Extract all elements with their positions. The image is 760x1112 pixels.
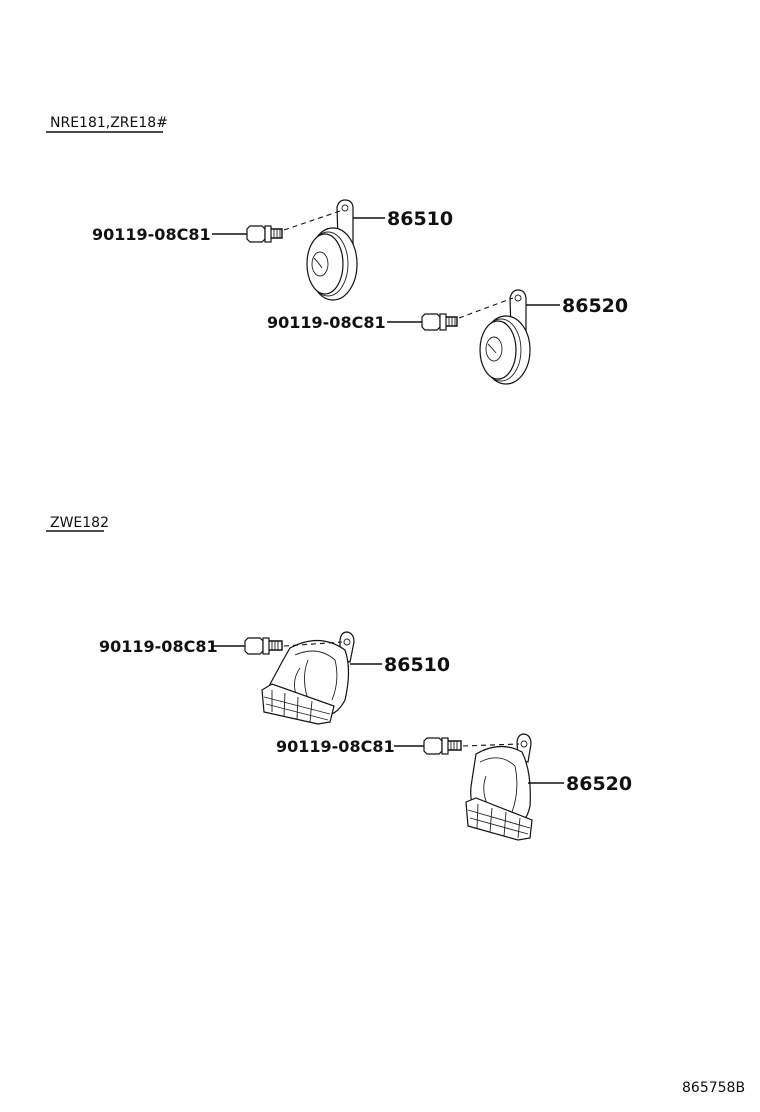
part-label-86520-a: 86520 bbox=[562, 295, 628, 317]
part-label-86520-b: 86520 bbox=[566, 773, 632, 795]
horn-86510-snail bbox=[261, 631, 355, 725]
section-zwe182: ZWE182 90119-08C81 86510 bbox=[46, 515, 632, 841]
section-nre181-zre18: NRE181,ZRE18# 90119-08C81 86510 bbox=[46, 115, 628, 385]
bolt-4-icon bbox=[423, 737, 462, 755]
bolt-1-icon bbox=[246, 225, 283, 243]
section-label-nre181-zre18: NRE181,ZRE18# bbox=[50, 115, 168, 131]
bolt-label-3: 90119-08C81 bbox=[99, 637, 218, 656]
bolt-label-4: 90119-08C81 bbox=[276, 737, 395, 756]
bolt-2-icon bbox=[421, 313, 458, 331]
part-label-86510-b: 86510 bbox=[384, 654, 450, 676]
bolt-label-1: 90119-08C81 bbox=[92, 225, 211, 244]
drawing-code: 865758B bbox=[682, 1080, 745, 1096]
bolt-label-2: 90119-08C81 bbox=[267, 313, 386, 332]
bolt-3-icon bbox=[244, 637, 283, 655]
section-label-zwe182: ZWE182 bbox=[50, 515, 109, 531]
horn-86520-disc bbox=[479, 289, 531, 385]
horn-86520-snail bbox=[465, 733, 533, 841]
horn-86510-disc bbox=[306, 199, 358, 301]
part-label-86510-a: 86510 bbox=[387, 208, 453, 230]
